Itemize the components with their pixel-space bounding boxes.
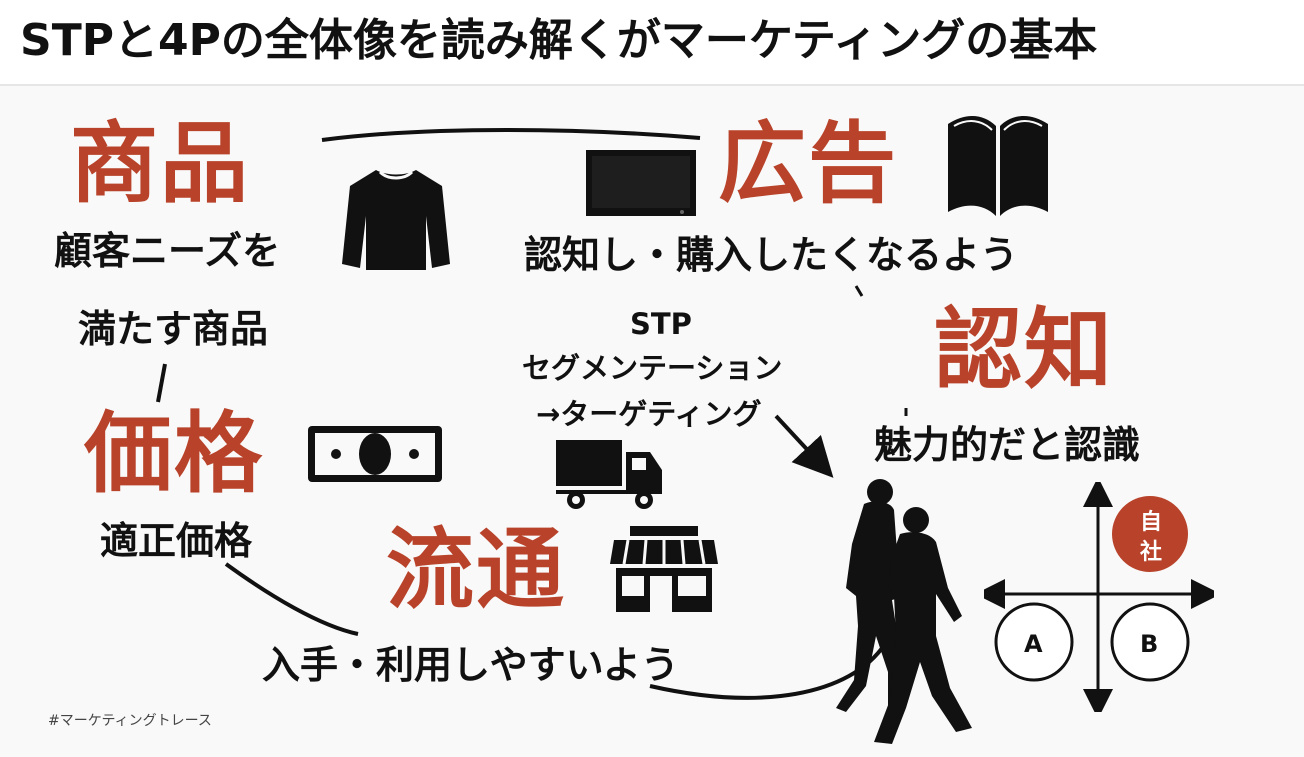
competitor-a-label: A [1024,630,1043,658]
price-heading: 価格 [84,402,265,505]
promotion-tick [854,285,864,297]
place-desc: 入手・利用しやすいよう [262,643,679,687]
promotion-desc: 認知し・購入したくなるよう [524,233,1019,277]
sweater-icon [342,170,450,270]
price-place-line [224,562,359,636]
place-heading: 流通 [386,518,567,621]
awareness-desc: 魅力的だと認識 [874,423,1141,467]
product-desc-line1: 顧客ニーズを [54,229,281,273]
competitor-b-label: B [1140,630,1159,658]
product-price-line [156,363,167,403]
product-desc-line2: 満たす商品 [78,307,269,351]
product-promotion-line [321,128,701,142]
stp-line3: →ターゲティング [536,397,762,431]
competitor-b-circle [1110,602,1190,682]
price-desc: 適正価格 [100,519,253,563]
footer-hashtag: #マーケティングトレース [48,713,212,729]
couple-walking-icon [836,479,972,744]
truck-icon [556,440,662,509]
stp-line1: STP [630,307,692,341]
tv-icon [586,150,696,216]
awareness-heading: 認知 [934,298,1115,401]
competitor-a-circle [994,602,1074,682]
banknote-icon [308,426,442,482]
positioning-map [984,482,1214,712]
page-title: STPと4Pの全体像を読み解くがマーケティングの基本 [20,15,1098,66]
self-company-label-2: 社 [1140,540,1163,565]
stp-line2: セグメンテーション [522,351,783,385]
product-heading: 商品 [70,112,251,215]
store-icon [610,526,718,612]
stp-arrow [774,414,834,478]
promotion-heading: 広告 [718,112,899,215]
book-icon [948,115,1048,216]
self-company-circle [1112,496,1188,572]
self-company-label-1: 自 [1140,510,1163,535]
diagram-board: 商品 顧客ニーズを 満たす商品 広告 認知し・購入したくなるよう 認知 魅力的だ… [0,86,1304,757]
title-bar: STPと4Pの全体像を読み解くがマーケティングの基本 [0,0,1304,86]
